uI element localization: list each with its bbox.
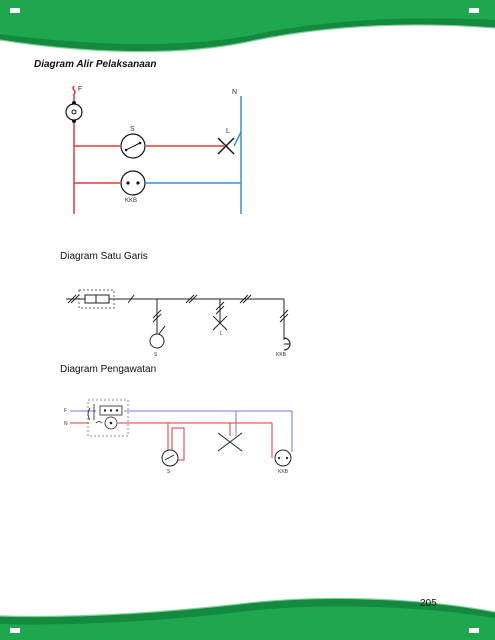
phase-label: F: [78, 86, 82, 93]
neutral-label: N: [232, 89, 237, 96]
wiring-heading: Diagram Pengawatan: [60, 364, 157, 375]
switch-icon: [149, 325, 166, 349]
switch-label: S: [167, 469, 171, 475]
footer-band: [0, 597, 495, 640]
corner-marker-icon: [469, 628, 479, 633]
kwh-meter-icon: [65, 103, 83, 121]
phase-label: F: [64, 408, 67, 414]
corner-marker-icon: [10, 628, 20, 633]
switch-label: S: [154, 352, 158, 358]
switch-label: S: [130, 126, 135, 133]
socket-icon: [283, 337, 291, 351]
lamp-icon: [217, 137, 235, 155]
phase-wire: [72, 85, 224, 214]
neutral-wire: [146, 96, 242, 214]
corner-marker-icon: [10, 8, 20, 13]
lamp-label: L: [226, 128, 230, 135]
lamp-icon: [212, 315, 228, 331]
socket-label: KKB: [276, 352, 287, 358]
socket-label: KKB: [278, 469, 289, 475]
switch-icon: [120, 133, 146, 159]
socket-icon: [120, 170, 146, 196]
fuse-icon: [72, 101, 76, 123]
single-line-heading: Diagram Satu Garis: [60, 251, 148, 262]
neutral-label: N: [64, 421, 68, 427]
socket-icon: [274, 449, 292, 467]
flow-diagram-heading: Diagram Alir Pelaksanaan: [34, 59, 157, 70]
header-band: [0, 0, 495, 53]
corner-marker-icon: [469, 8, 479, 13]
switch-icon: [161, 449, 179, 467]
lamp-icon: [217, 432, 243, 452]
page-number: 205: [420, 598, 437, 609]
fuse-icon: [87, 404, 123, 421]
socket-label: KKB: [125, 198, 137, 204]
lamp-label: L: [220, 331, 223, 337]
kwh-meter-icon: [95, 416, 118, 430]
fuse-icon: [84, 294, 110, 304]
